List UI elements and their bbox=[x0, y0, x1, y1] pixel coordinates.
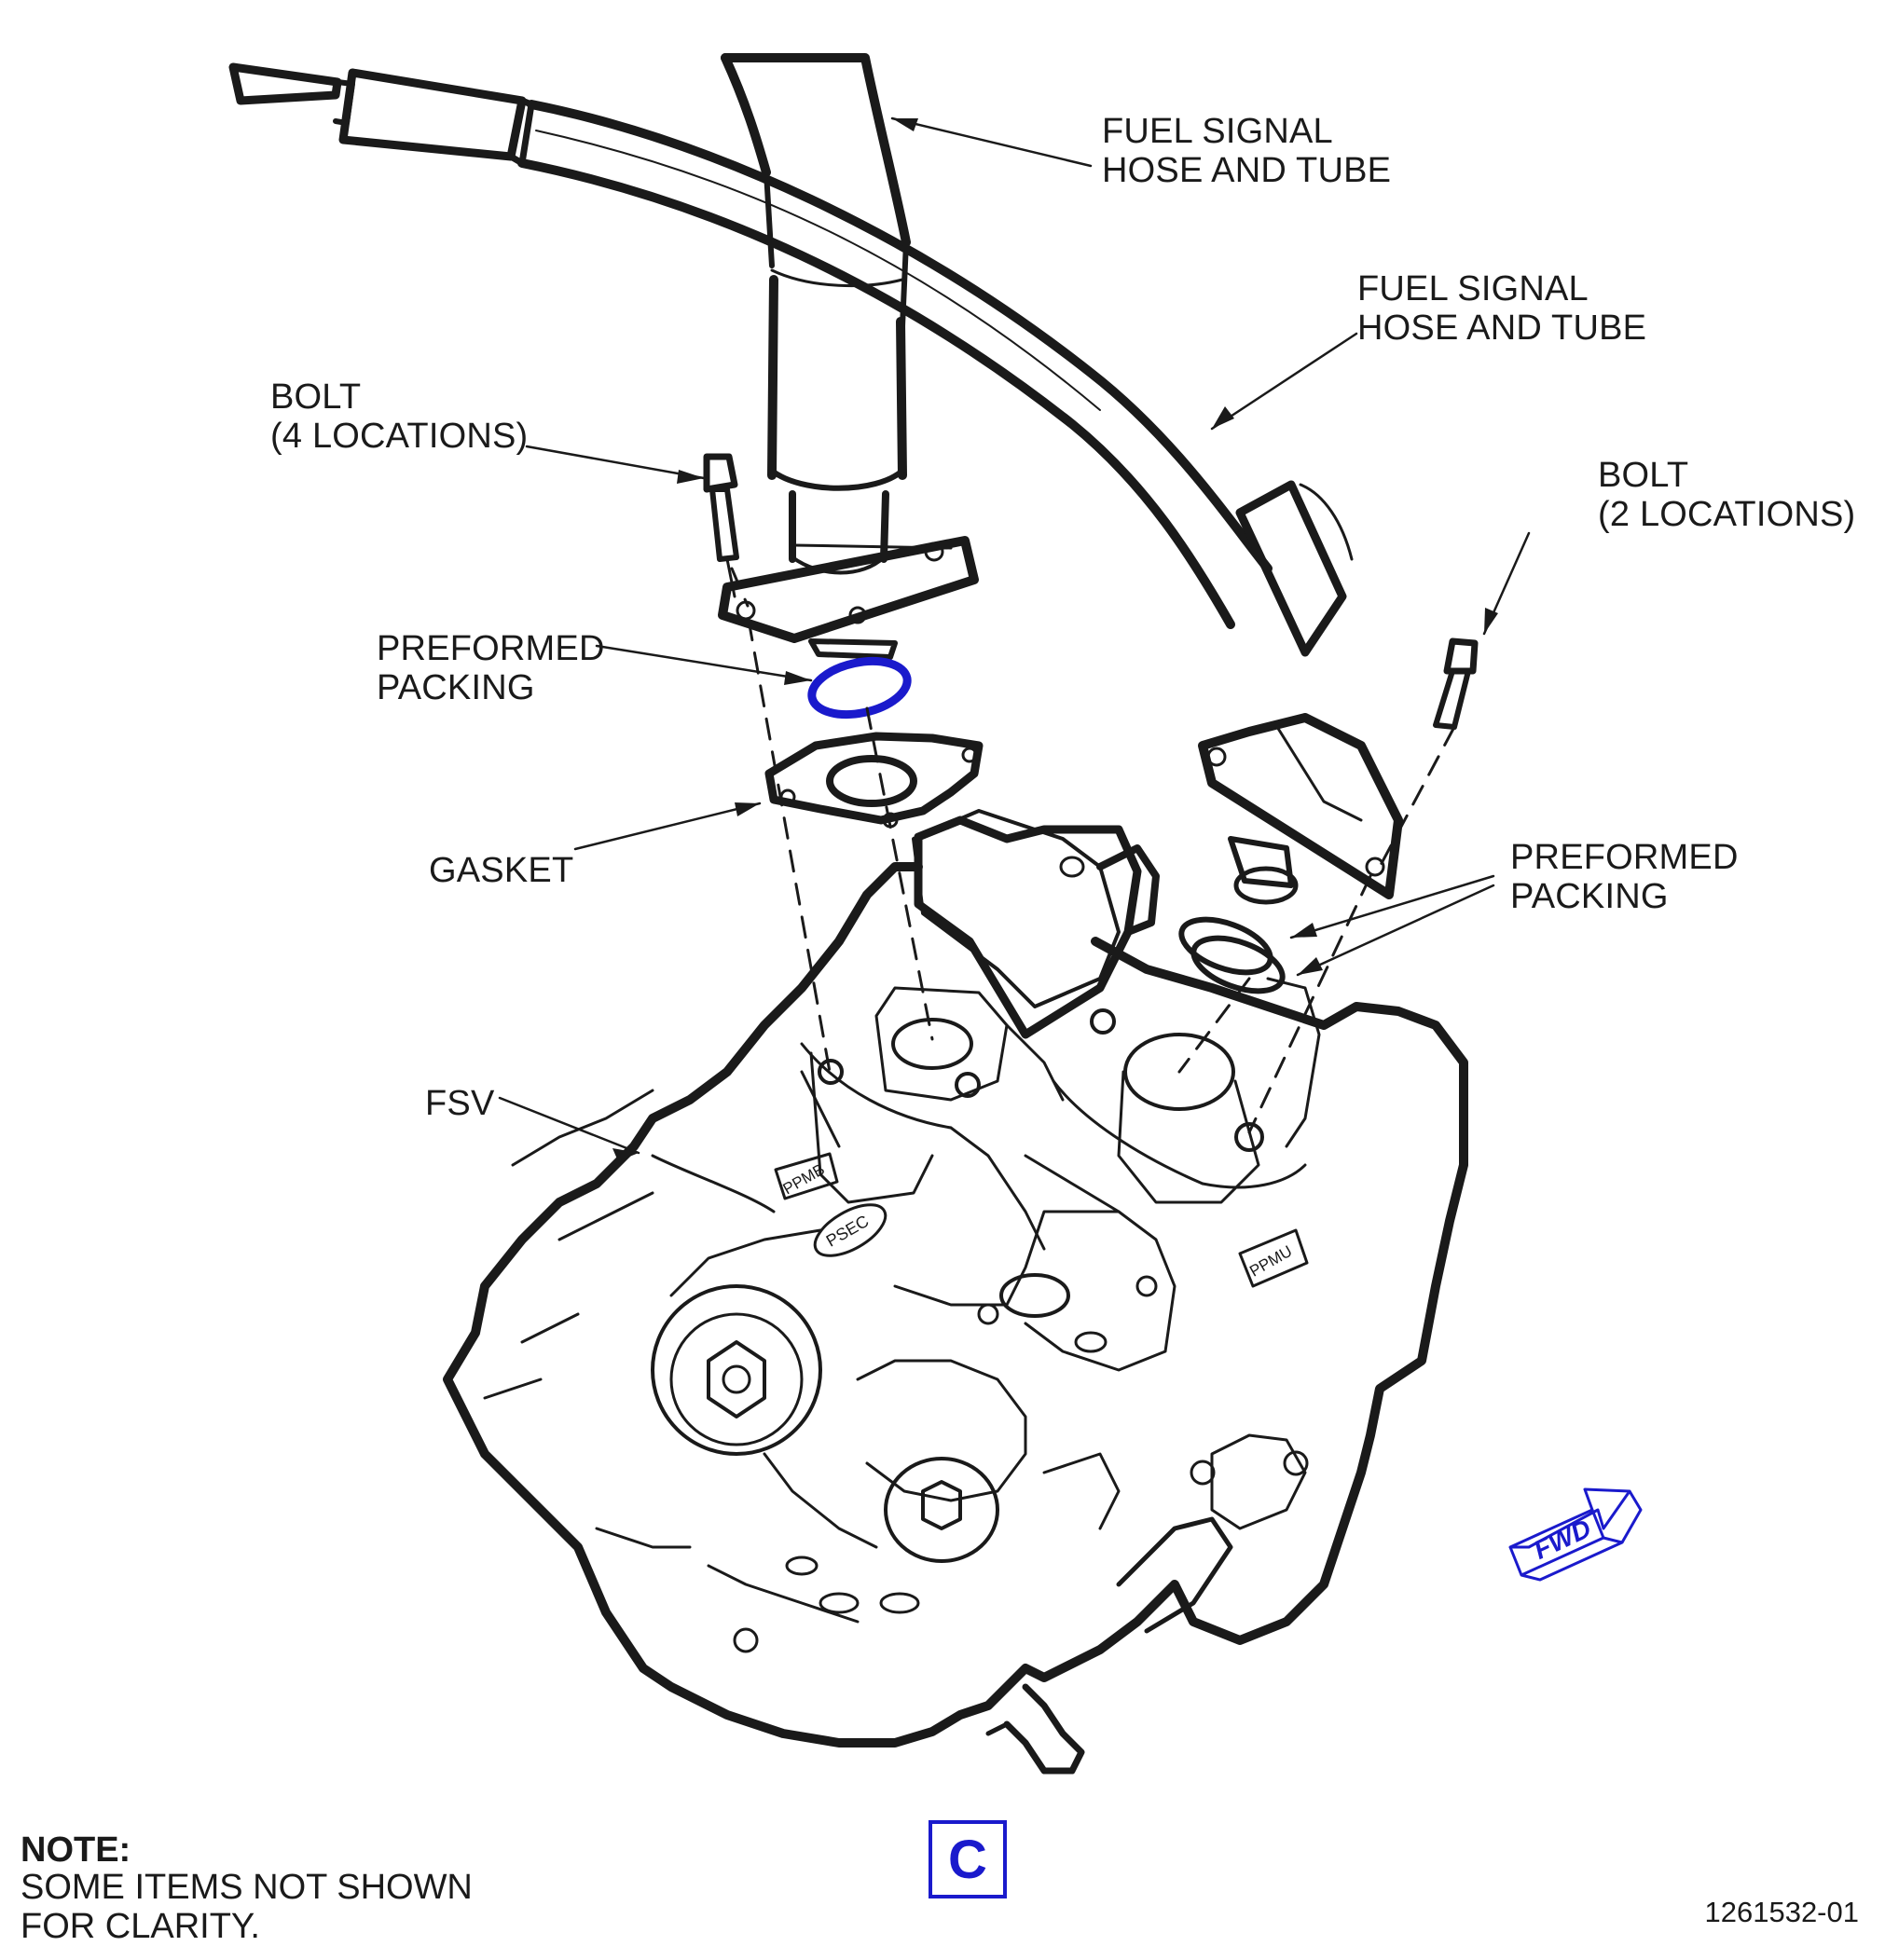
label-bolt-4-locations: BOLT (4 LOCATIONS) bbox=[270, 377, 529, 456]
fuel-signal-hose-upper bbox=[228, 62, 1354, 657]
label-preformed-packing-upper: PREFORMED PACKING bbox=[377, 629, 605, 707]
right-flange bbox=[1198, 713, 1403, 905]
fuel-signal-tube-vertical bbox=[721, 53, 911, 575]
note-title: NOTE: bbox=[21, 1830, 131, 1870]
bolt-4-locations bbox=[703, 453, 739, 598]
label-fuel-signal-hose-and-tube-upper: FUEL SIGNAL HOSE AND TUBE bbox=[1102, 112, 1392, 190]
preformed-packing-upper bbox=[807, 656, 912, 720]
connector-box bbox=[912, 809, 1160, 1008]
bolt-2-locations bbox=[1433, 637, 1479, 730]
fsv-body bbox=[443, 816, 1468, 1775]
view-letter-box: C bbox=[929, 1820, 1007, 1898]
note-body: SOME ITEMS NOT SHOWN FOR CLARITY. bbox=[21, 1868, 473, 1946]
gasket bbox=[764, 732, 984, 829]
leader-lines bbox=[498, 117, 1531, 1155]
label-bolt-2-locations: BOLT (2 LOCATIONS) bbox=[1598, 456, 1856, 534]
figure-number: 1261532-01 bbox=[1704, 1896, 1860, 1928]
label-fuel-signal-hose-and-tube-right: FUEL SIGNAL HOSE AND TUBE bbox=[1357, 269, 1647, 348]
preformed-packing-right bbox=[1178, 916, 1286, 994]
leader-arrowheads bbox=[612, 118, 1498, 1161]
fwd-arrow-icon: FWD bbox=[1508, 1487, 1643, 1582]
part-marking-ppmb: PPMB bbox=[774, 1152, 839, 1200]
part-marking-ppmu: PPMU bbox=[1238, 1228, 1309, 1288]
label-preformed-packing-right: PREFORMED PACKING bbox=[1510, 838, 1739, 916]
part-marking-psec: PSEC bbox=[813, 1203, 887, 1257]
upper-flange bbox=[718, 536, 979, 660]
label-fsv: FSV bbox=[425, 1084, 495, 1123]
label-gasket: GASKET bbox=[429, 851, 574, 890]
